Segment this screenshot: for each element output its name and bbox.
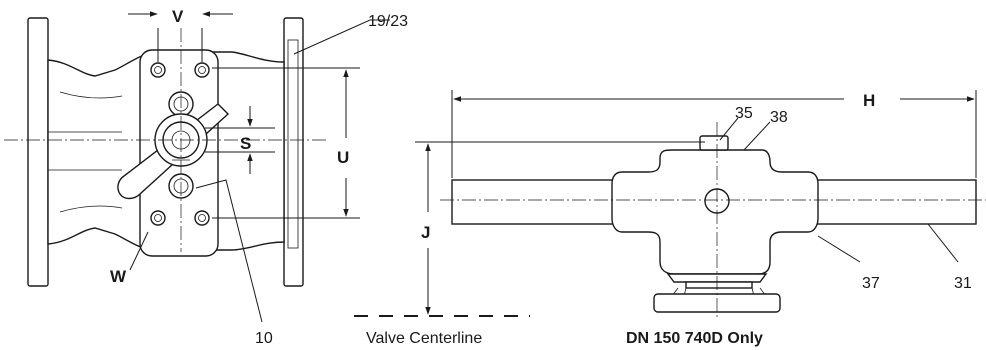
left-view (4, 11, 390, 323)
plate-holes (150, 62, 210, 226)
h-extension-lines (451, 90, 977, 178)
body-contour-top (59, 91, 123, 99)
dn-150-note: DN 150 740D Only (626, 330, 763, 347)
right-view (415, 90, 986, 318)
part-37: 37 (862, 275, 880, 292)
body-bore-lines (48, 131, 122, 171)
top-nut (699, 135, 729, 151)
leader-31 (927, 223, 959, 263)
dimension-v: V (172, 7, 184, 26)
s-extension-lines (205, 127, 275, 153)
right-flange (283, 17, 304, 287)
body-contour-bottom (59, 205, 123, 213)
leader-w (129, 231, 149, 271)
dimension-j: J (421, 223, 430, 242)
part-31: 31 (954, 275, 972, 292)
dimension-u: U (337, 148, 349, 167)
valve-centerline-caption: Valve Centerline (366, 330, 482, 347)
leader-10 (195, 179, 263, 323)
part-10: 10 (255, 330, 273, 347)
v-extension-lines (157, 28, 203, 62)
dimension-s: S (240, 134, 251, 153)
leader-38 (743, 121, 771, 151)
leader-37 (817, 235, 861, 263)
part-38: 38 (770, 109, 788, 126)
u-extension-lines (212, 67, 360, 219)
part-19-23: 19/23 (368, 13, 408, 30)
dimension-w: W (110, 267, 127, 286)
dimension-h: H (863, 91, 875, 110)
left-flange (27, 17, 49, 287)
leader-19-23 (293, 19, 390, 55)
leader-35 (719, 117, 739, 141)
part-35: 35 (735, 105, 753, 122)
flange-groove (287, 39, 299, 249)
